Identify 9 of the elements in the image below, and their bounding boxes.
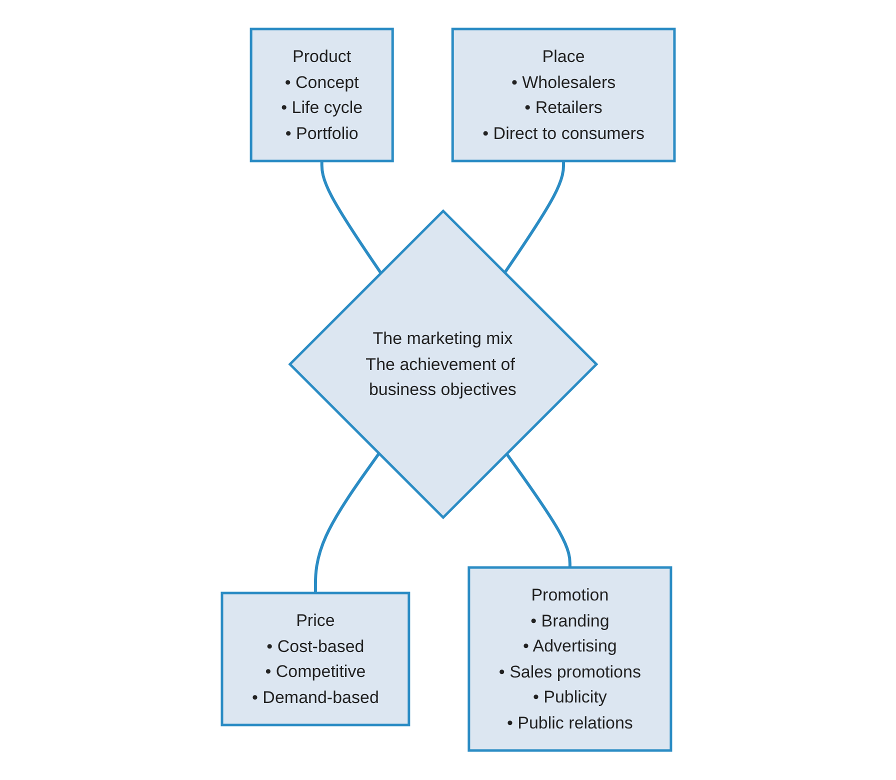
node-box: Place • Wholesalers • Retailers • Direct to consumers xyxy=(451,28,676,162)
node-diamond: The marketing mix The achievement of business objectives xyxy=(288,209,598,520)
node-box: Promotion • Branding • Advertising • Sales promotions • Publicity • Public relations xyxy=(467,566,672,752)
connector xyxy=(314,453,380,594)
node-box: Price • Cost-based • Competitive • Demand-based xyxy=(220,592,410,726)
connector xyxy=(503,161,565,274)
connector xyxy=(505,453,572,568)
connector xyxy=(320,161,382,274)
node-box: Product • Concept • Life cycle • Portfolio xyxy=(250,28,394,162)
